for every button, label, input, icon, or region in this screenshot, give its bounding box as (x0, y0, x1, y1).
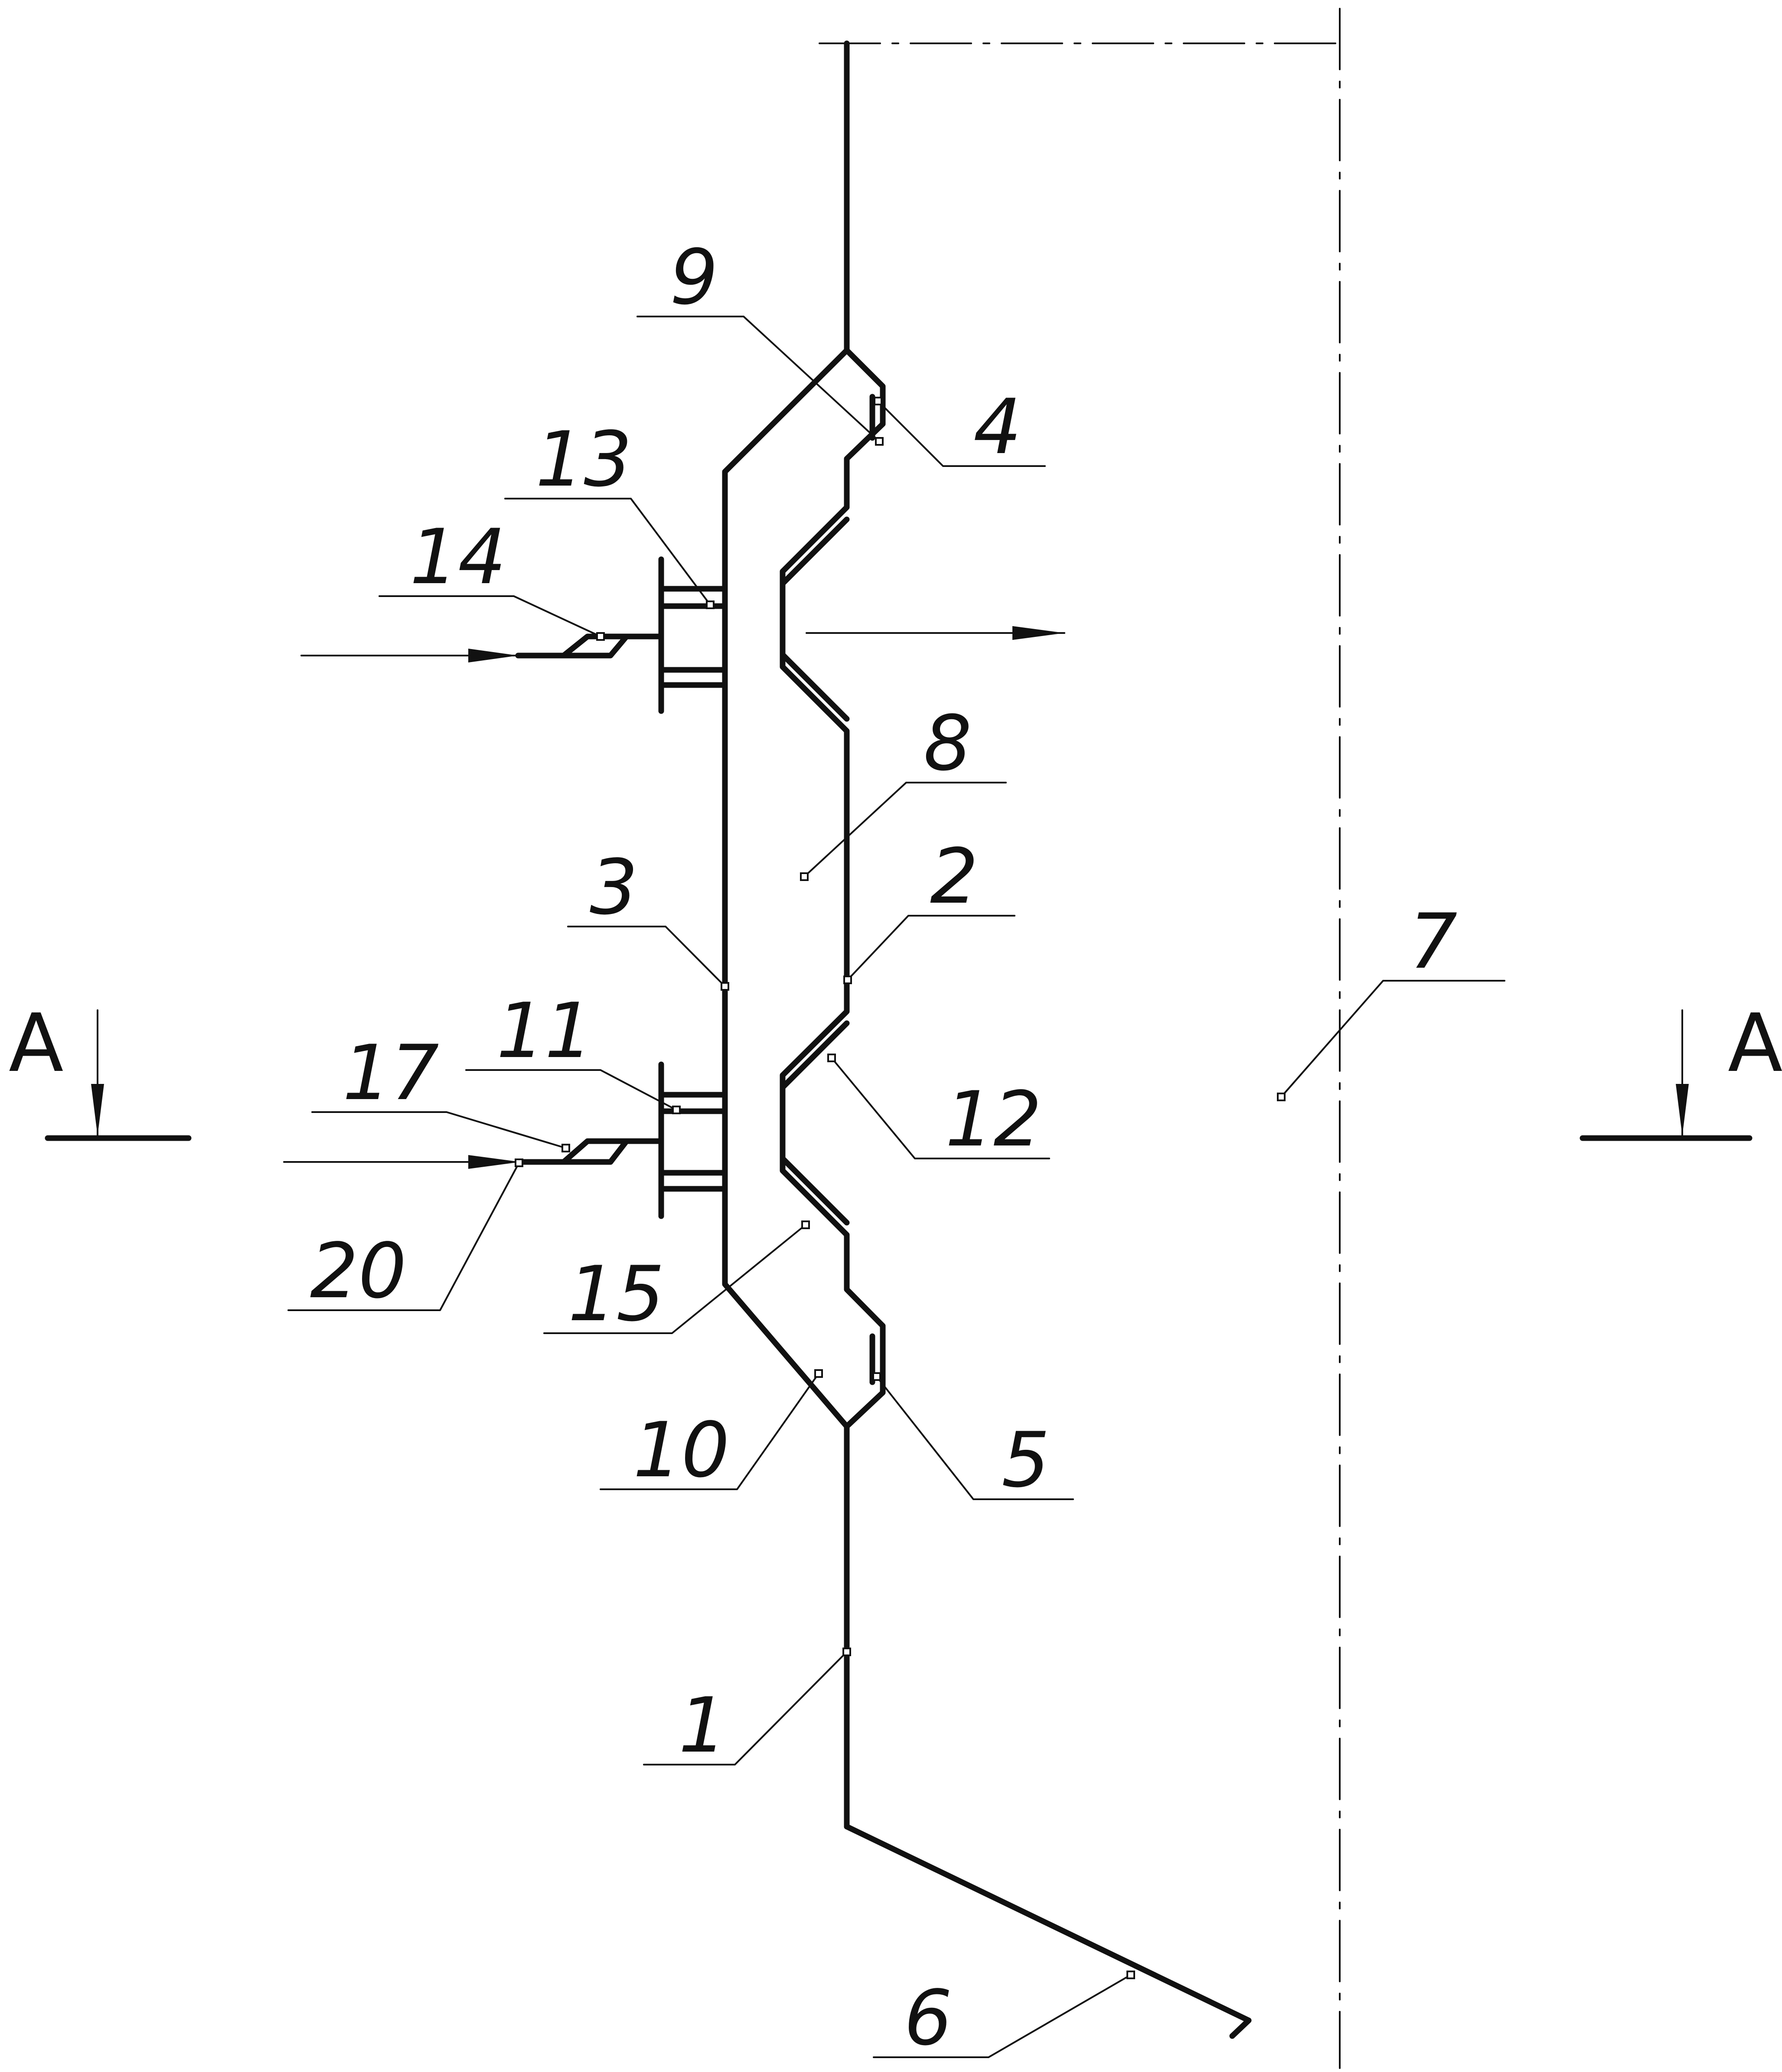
callout-2: 2 (843, 833, 1015, 984)
leader-dot-20 (515, 1158, 523, 1167)
callout-6: 6 (873, 1971, 1135, 2062)
lower-inlet-arrowhead (468, 1155, 520, 1169)
callout-number-9: 9 (670, 234, 718, 322)
leader-dot-13 (706, 600, 715, 609)
callouts: 9 4 13 14 8 3 (287, 234, 1505, 2062)
leader-dot-5 (872, 1372, 881, 1381)
inner-wall (780, 347, 886, 1429)
callout-number-5: 5 (1002, 1416, 1050, 1504)
callout-1: 1 (643, 1648, 851, 1770)
axis-lines (819, 8, 1341, 2069)
outer-wall (722, 347, 850, 1429)
callout-8: 8 (800, 700, 1007, 881)
leader-13 (504, 498, 711, 606)
section-marker-right: A (1580, 996, 1782, 1141)
leader-dot-8 (800, 872, 809, 881)
section-right-arrowhead (1676, 1084, 1689, 1136)
leader-9 (636, 316, 880, 442)
flow-arrowhead (1012, 626, 1064, 640)
leader-1 (643, 1651, 848, 1765)
callout-number-11: 11 (496, 987, 593, 1075)
callout-number-17: 17 (343, 1029, 439, 1117)
upper-nozzle (300, 556, 728, 714)
callout-number-15: 15 (568, 1250, 665, 1338)
lower-nozzle (283, 1061, 728, 1219)
callout-9: 9 (636, 234, 884, 446)
leader-dot-14 (596, 632, 605, 641)
liner-lower-1 (780, 1020, 850, 1090)
main-contour (722, 40, 1252, 2039)
upper-inlet-pipe (515, 633, 664, 659)
callout-number-4: 4 (973, 383, 1022, 471)
outlet-pipe (844, 1824, 1252, 2039)
leader-dot-10 (814, 1369, 823, 1378)
leader-dot-2 (843, 976, 852, 984)
callout-number-12: 12 (945, 1076, 1042, 1164)
callout-3: 3 (567, 844, 729, 991)
callout-number-1: 1 (679, 1682, 727, 1770)
leader-14 (379, 595, 601, 637)
leader-dot-17 (561, 1144, 570, 1152)
leader-8 (803, 782, 1007, 878)
callout-number-6: 6 (904, 1974, 952, 2062)
liner-upper-2 (780, 652, 850, 722)
flow-arrow (806, 626, 1065, 640)
section-label-right: A (1728, 996, 1782, 1090)
section-label-left: A (9, 996, 64, 1090)
lower-inlet-pipe (517, 1138, 664, 1165)
leader-10 (600, 1373, 819, 1490)
callout-number-14: 14 (410, 513, 506, 601)
section-marker-left: A (9, 996, 192, 1141)
leader-dot-6 (1126, 1971, 1135, 1979)
callout-10: 10 (600, 1369, 823, 1494)
callout-number-3: 3 (590, 844, 638, 932)
callout-7: 7 (1277, 898, 1505, 1101)
callout-number-7: 7 (1409, 898, 1457, 986)
callout-number-8: 8 (924, 700, 972, 788)
leader-dot-12 (827, 1054, 836, 1062)
upper-inlet-arrowhead (468, 649, 518, 662)
leader-dot-11 (672, 1106, 681, 1114)
leader-6 (873, 1974, 1132, 2058)
callout-13: 13 (504, 416, 715, 609)
leader-dot-7 (1277, 1093, 1286, 1101)
callout-11: 11 (465, 987, 681, 1114)
leader-dot-1 (842, 1648, 851, 1656)
callout-17: 17 (311, 1029, 570, 1152)
callout-number-2: 2 (930, 833, 978, 921)
callout-20: 20 (287, 1158, 523, 1315)
leader-15 (543, 1224, 806, 1334)
callout-4: 4 (874, 383, 1046, 471)
leader-5 (876, 1376, 1074, 1500)
section-left-arrowhead (91, 1084, 104, 1136)
leader-20 (287, 1162, 520, 1311)
leader-12 (831, 1057, 1050, 1159)
leader-dot-15 (801, 1220, 810, 1229)
leader-dot-4 (874, 397, 882, 405)
callout-number-10: 10 (633, 1406, 730, 1494)
callout-5: 5 (872, 1372, 1074, 1504)
callout-number-13: 13 (535, 416, 632, 504)
callout-number-20: 20 (310, 1227, 407, 1315)
leader-17 (311, 1111, 567, 1149)
leader-dot-9 (875, 437, 884, 446)
leader-dot-3 (721, 982, 729, 991)
liner-upper-1 (780, 516, 850, 587)
leader-4 (877, 400, 1046, 467)
liner-lower-2 (780, 1155, 850, 1226)
leader-7 (1280, 980, 1505, 1098)
callout-15: 15 (543, 1220, 810, 1338)
leader-11 (465, 1069, 677, 1111)
leader-3 (567, 926, 726, 987)
callout-14: 14 (379, 513, 605, 641)
leader-2 (847, 915, 1015, 981)
callout-12: 12 (827, 1054, 1050, 1164)
